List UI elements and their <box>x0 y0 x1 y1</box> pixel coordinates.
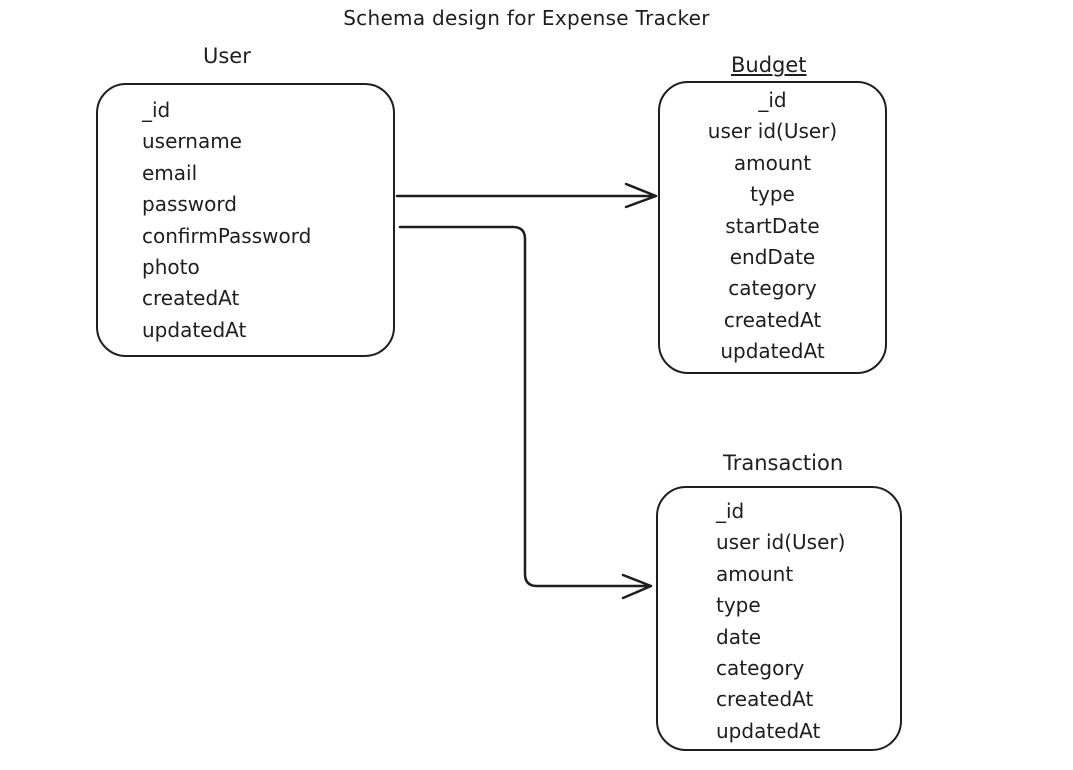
user-entity-box[interactable] <box>96 83 395 357</box>
transaction-field: date <box>716 624 762 649</box>
transaction-field: user id(User) <box>716 530 846 555</box>
user-field: confirmPassword <box>142 223 312 248</box>
budget-field: user id(User) <box>707 119 838 144</box>
budget-field: type <box>750 182 795 207</box>
budget-entity-name: Budget <box>731 53 807 77</box>
transaction-field-list: _id user id(User) amount type date categ… <box>716 496 845 747</box>
transaction-entity-box[interactable] <box>656 486 902 751</box>
user-to-transaction-arrow <box>398 225 653 600</box>
user-field: email <box>142 160 198 185</box>
budget-field: category <box>728 276 817 301</box>
budget-field: endDate <box>729 244 816 269</box>
user-field: password <box>142 192 237 217</box>
diagram-title: Schema design for Expense Tracker <box>343 6 710 30</box>
user-field-list: _id username email password confirmPassw… <box>142 95 311 346</box>
user-field: updatedAt <box>142 317 247 342</box>
budget-field: amount <box>733 150 812 175</box>
budget-field-list: _id user id(User) amount type startDate … <box>658 85 887 368</box>
transaction-field: type <box>716 593 761 618</box>
user-field: createdAt <box>142 286 240 311</box>
user-field: photo <box>142 254 200 279</box>
transaction-field: category <box>716 655 805 680</box>
budget-field: startDate <box>725 213 820 238</box>
budget-field: _id <box>758 88 787 112</box>
user-field: username <box>142 129 242 154</box>
transaction-entity-name: Transaction <box>723 451 844 475</box>
budget-field: updatedAt <box>720 339 825 364</box>
budget-field: createdAt <box>723 307 822 332</box>
transaction-field: createdAt <box>716 687 814 712</box>
transaction-field: amount <box>716 561 794 586</box>
user-field: _id <box>142 98 171 122</box>
user-to-budget-arrow <box>395 182 658 209</box>
budget-entity-box[interactable] <box>658 81 887 374</box>
transaction-field: _id <box>716 499 745 523</box>
transaction-field: updatedAt <box>716 718 821 743</box>
user-entity-name: User <box>203 44 251 68</box>
